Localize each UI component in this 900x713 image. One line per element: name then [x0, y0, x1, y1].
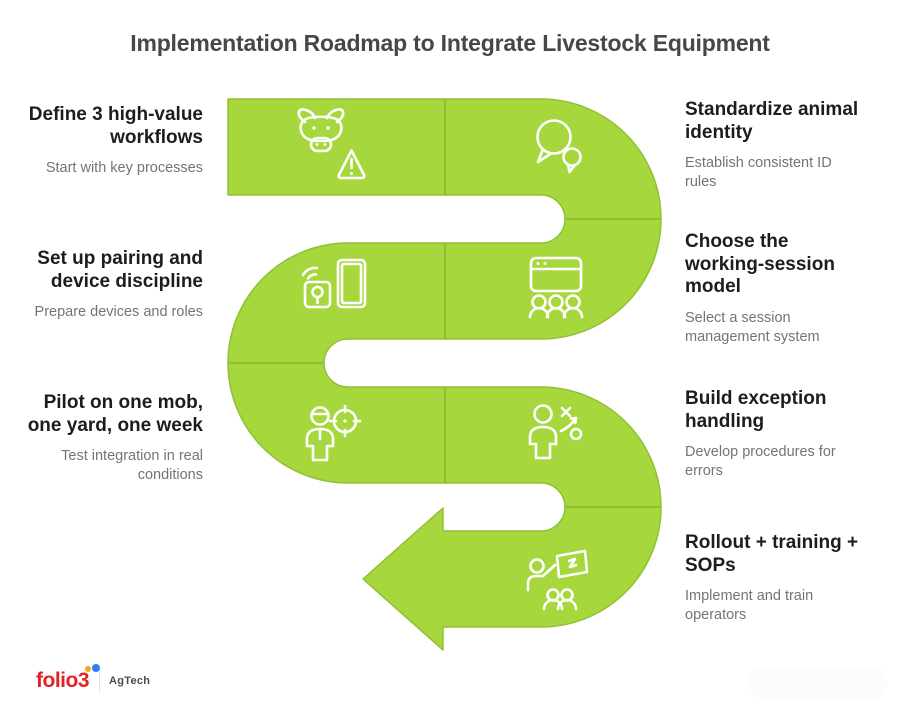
step-heading: Set up pairing and device discipline [37, 248, 203, 292]
session-window-icon [528, 256, 584, 319]
logo-divider [99, 669, 100, 693]
watermark-blob [748, 667, 888, 699]
footer-logo: folio3 AgTech [36, 664, 151, 696]
step-heading: Standardize animal identity [685, 99, 859, 143]
phone-pairing-icon [301, 258, 367, 309]
step-block-rollout: Rollout + training + SOPs Implement and … [685, 532, 880, 625]
step-subtext: Establish consistent ID rules [685, 155, 832, 190]
cow-alert-icon [297, 108, 366, 180]
step-heading: Build exception handling [685, 388, 827, 432]
step-subtext: Start with key processes [45, 160, 203, 176]
step-heading: Pilot on one mob, one yard, one week [27, 392, 203, 436]
step-subtext: Implement and train operators [685, 588, 814, 623]
person-strategy-icon [528, 404, 583, 460]
step-heading: Choose the working-session model [685, 231, 835, 297]
step-heading: Rollout + training + SOPs [685, 532, 859, 576]
folio3-logo-text: folio3 [36, 669, 90, 692]
step-block-define-workflows: Define 3 high-value workflows Start with… [0, 104, 203, 178]
logo-orange-dot-icon [85, 666, 91, 672]
logo-blue-dot-icon [92, 664, 100, 672]
presentation-icon [526, 549, 589, 611]
chat-bubbles-icon [536, 119, 582, 174]
folio3-logo: folio3 [36, 664, 100, 693]
step-block-pairing-discipline: Set up pairing and device discipline Pre… [0, 248, 203, 322]
step-subtext: Test integration in real conditions [61, 448, 203, 483]
segment-dividers [229, 100, 660, 508]
serpentine-arrow-shape [227, 98, 662, 651]
agtech-label: AgTech [109, 675, 151, 687]
step-subtext: Select a session management system [685, 309, 820, 345]
person-target-icon [305, 404, 362, 462]
step-block-session-model: Choose the working-session model Select … [685, 231, 880, 347]
step-block-standardize-identity: Standardize animal identity Establish co… [685, 99, 880, 192]
page-title: Implementation Roadmap to Integrate Live… [130, 30, 770, 56]
step-heading: Define 3 high-value workflows [28, 104, 203, 148]
step-block-exception-handling: Build exception handling Develop procedu… [685, 388, 880, 481]
step-subtext: Develop procedures for errors [685, 444, 836, 479]
step-block-pilot: Pilot on one mob, one yard, one week Tes… [0, 392, 203, 485]
step-subtext: Prepare devices and roles [34, 304, 203, 320]
